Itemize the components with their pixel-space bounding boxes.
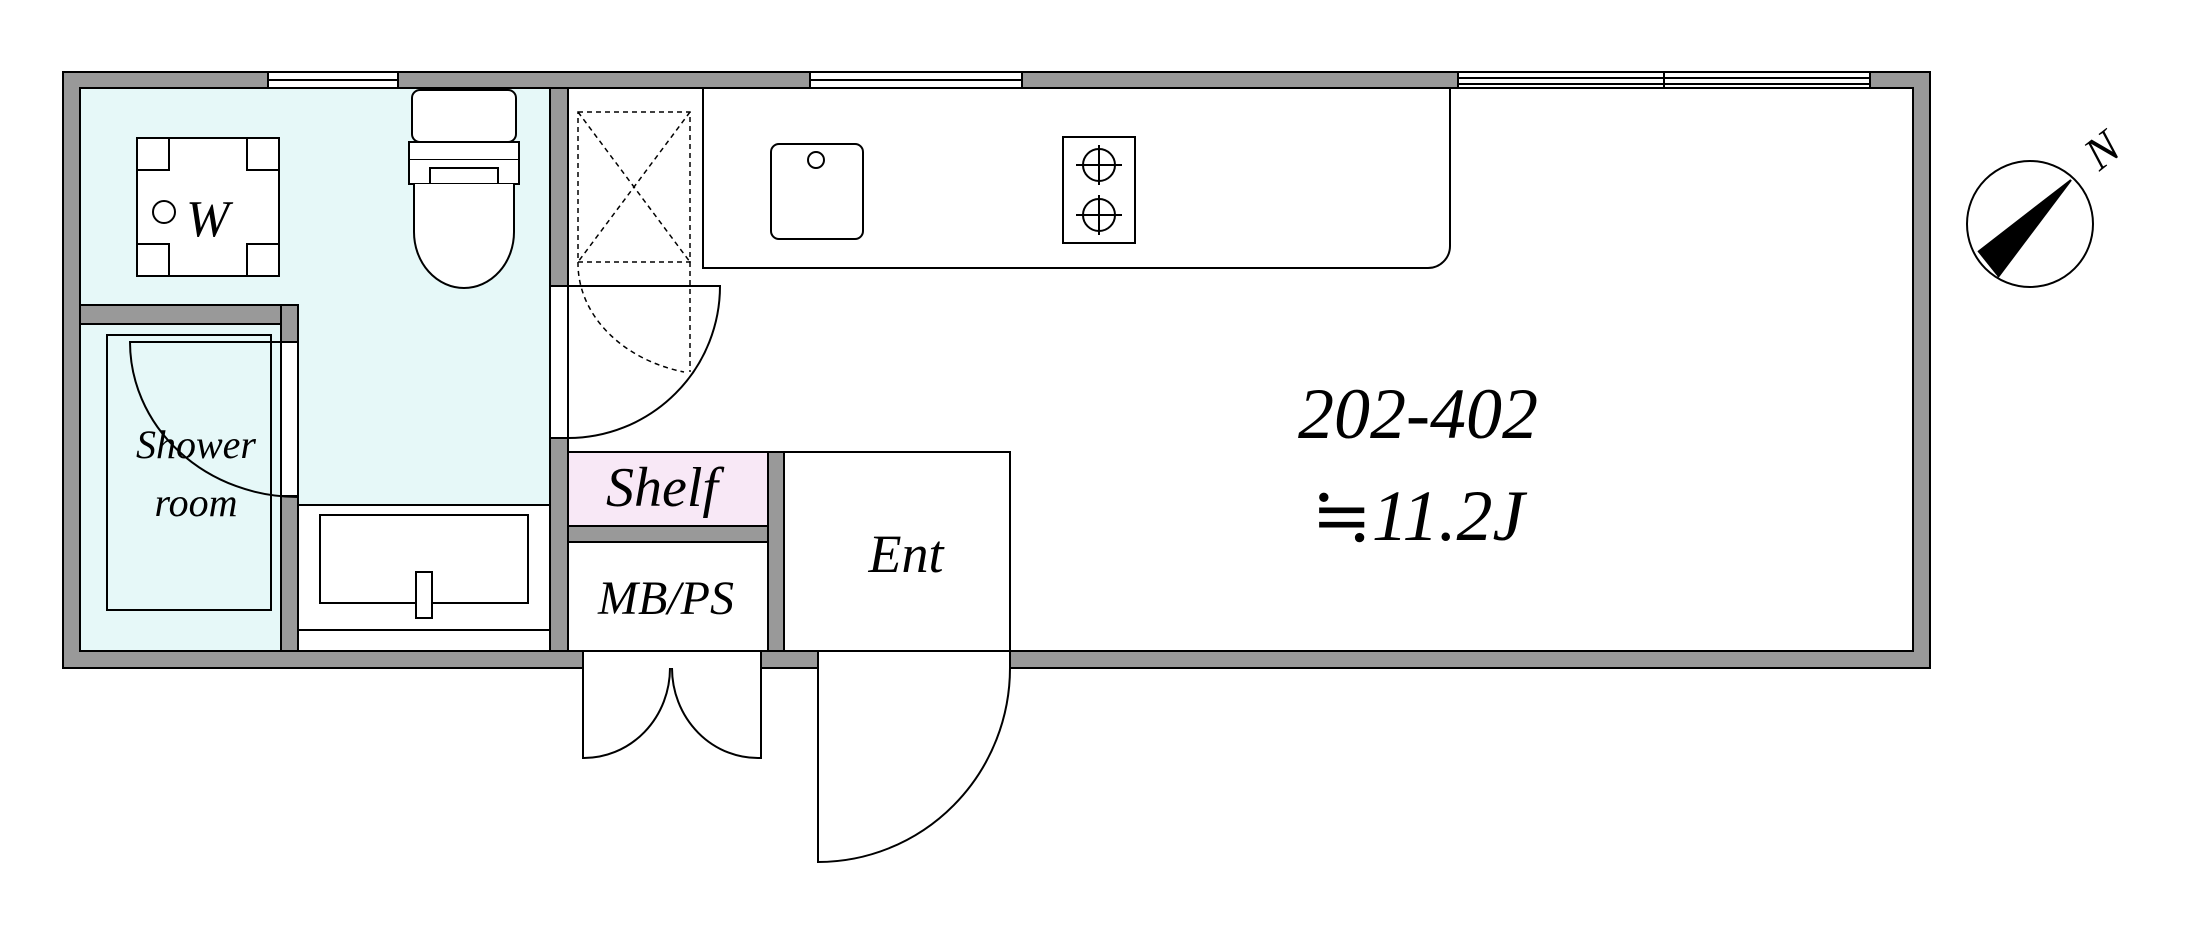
window-right [1457, 71, 1871, 89]
kitchen-sink [770, 143, 864, 240]
door-opening-edges [550, 285, 1011, 668]
unit-number: 202-402 [1298, 374, 1538, 454]
window-left [267, 71, 399, 89]
compass-needle [1978, 180, 2071, 277]
windows [267, 71, 1871, 89]
shower-room-floor [80, 324, 280, 650]
shower-door-swing [128, 341, 299, 498]
shower-tub [106, 334, 272, 611]
shower-room-label-line1: Shower [136, 422, 256, 467]
entrance-label: Ent [868, 524, 946, 584]
meter-box [567, 541, 769, 652]
wall-shelf-mb [567, 525, 769, 543]
shower-divider [280, 494, 299, 652]
wall-shower-top [79, 304, 299, 325]
meter-box-label: MB/PS [597, 572, 734, 625]
entrance [783, 451, 1011, 652]
entrance-door [817, 667, 1011, 864]
door-openings [282, 286, 1010, 669]
compass-north-label: N [2073, 119, 2131, 180]
shower-room-label-line2: room [155, 480, 238, 525]
wall-mb-ent [767, 451, 785, 652]
room-area: ≒11.2J [1312, 476, 1528, 556]
stove [1062, 136, 1136, 244]
window-center [809, 71, 1023, 89]
fridge-space [577, 111, 691, 373]
washer-label: W [186, 191, 234, 248]
toilet [408, 89, 520, 289]
shelf-label: Shelf [606, 457, 725, 519]
vanity [297, 504, 551, 652]
shelf [567, 451, 769, 527]
compass-icon: N [1966, 119, 2132, 288]
washroom-door-swing [567, 285, 722, 439]
washing-machine [136, 137, 280, 277]
meter-box-doors [582, 667, 762, 760]
